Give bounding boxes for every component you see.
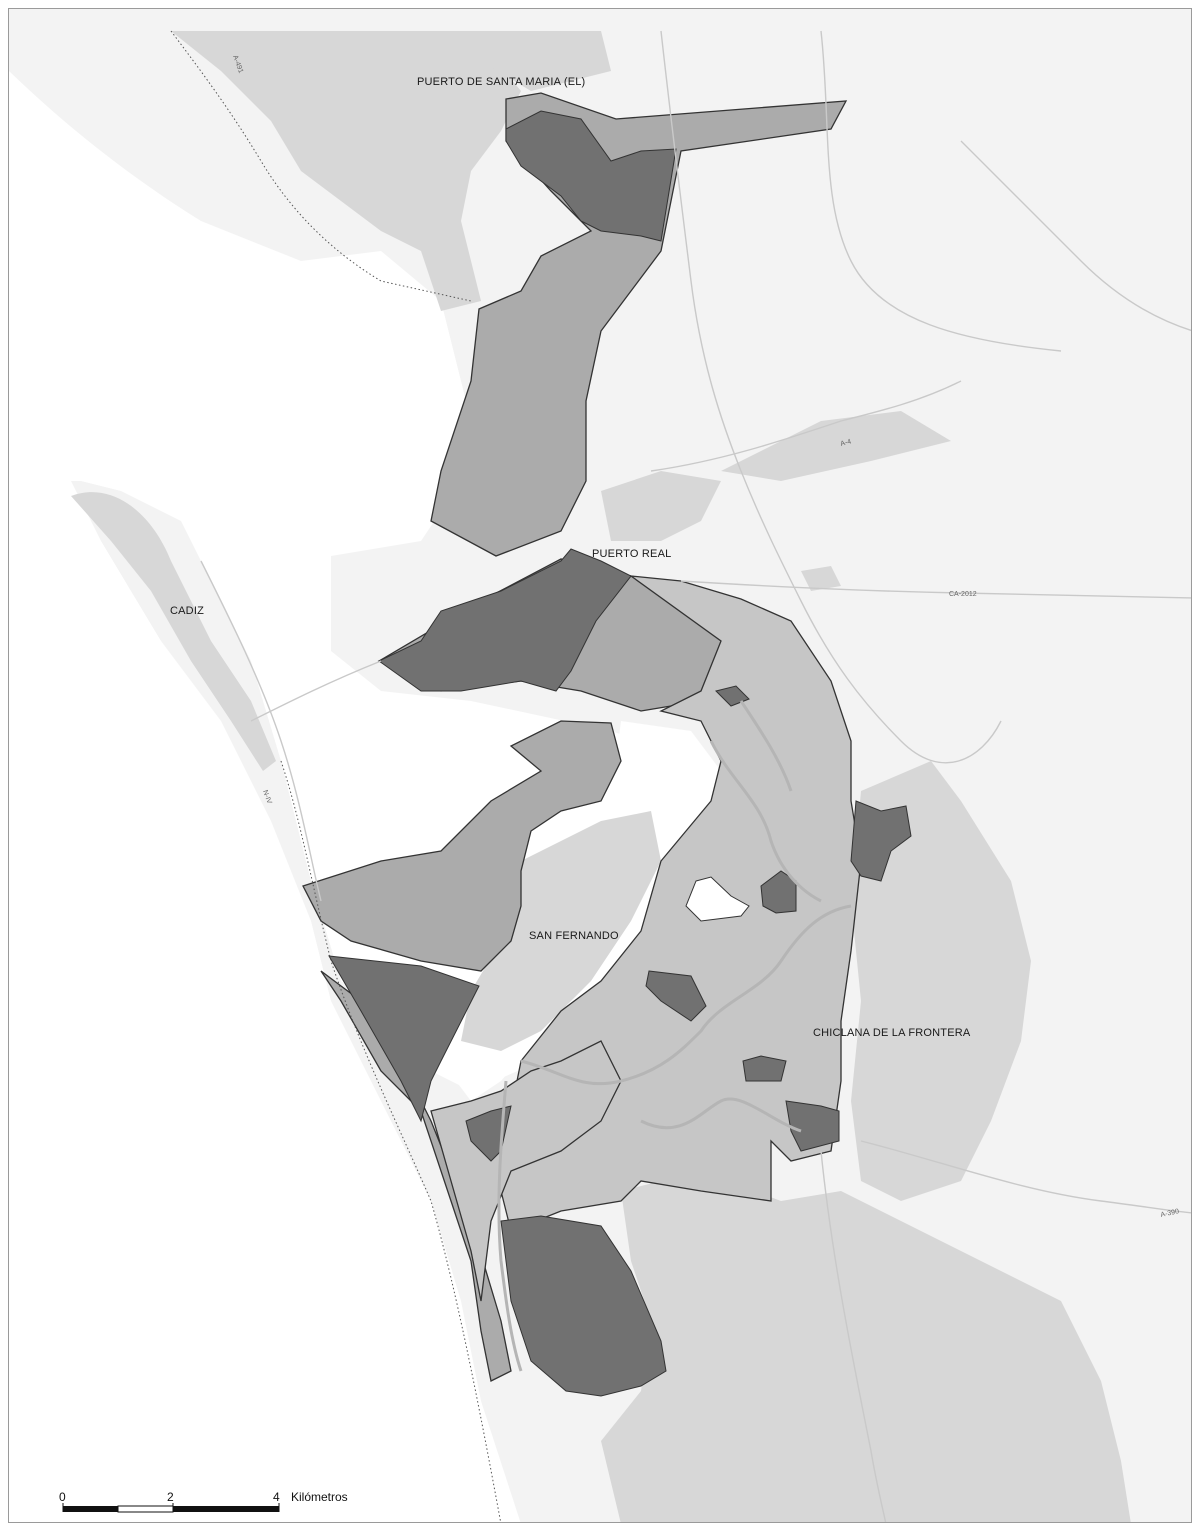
road-east-2 xyxy=(960,140,1191,332)
urban-north-strip xyxy=(381,31,611,91)
zone-dark-east-3 xyxy=(742,1055,787,1082)
zone-san-fernando-arm xyxy=(302,720,622,972)
road-east-1 xyxy=(740,470,1002,764)
road-north-1 xyxy=(660,30,742,472)
zone-dark xyxy=(328,110,912,1397)
scale-bar-label-0: 0 xyxy=(59,1490,66,1504)
urban-cadiz xyxy=(71,492,276,771)
zone-dark-south xyxy=(500,1215,667,1397)
road-a4 xyxy=(650,380,962,472)
urban-puerto-real xyxy=(601,471,721,541)
urban-puerto-santa-maria xyxy=(171,31,521,311)
roads xyxy=(200,30,1191,1522)
zone-dark-east-2 xyxy=(760,870,797,914)
road-a390 xyxy=(860,1140,1191,1214)
scale-bar-label-4: 4 xyxy=(273,1490,280,1504)
ocean-water xyxy=(9,481,521,1522)
scale-bar-unit: Kilómetros xyxy=(291,1490,348,1504)
channel-branch-2 xyxy=(739,700,793,792)
road-label-a4: A-4 xyxy=(840,438,852,448)
road-n4 xyxy=(200,560,322,902)
map-frame: PUERTO DE SANTA MARIA (EL) PUERTO REAL C… xyxy=(8,8,1192,1523)
zone-dark-puerto-real xyxy=(378,548,632,692)
place-label-chiclana: CHICLANA DE LA FRONTERA xyxy=(813,1027,971,1039)
map-canvas[interactable]: PUERTO DE SANTA MARIA (EL) PUERTO REAL C… xyxy=(9,9,1192,1523)
scale-bar-label-2: 2 xyxy=(167,1490,174,1504)
zone-dark-center xyxy=(645,970,707,1022)
urban-chiclana-south xyxy=(601,1171,1131,1522)
road-label-a390: A-390 xyxy=(1160,1208,1180,1219)
channel-branch-3 xyxy=(640,1097,802,1133)
road-south xyxy=(820,1150,887,1522)
scale-bar-segment-3 xyxy=(173,1506,279,1512)
road-label-n4: N-IV xyxy=(261,789,272,805)
islands xyxy=(685,876,750,922)
zone-marsh-south xyxy=(430,1040,622,1302)
road-west xyxy=(250,660,382,722)
channel-main xyxy=(520,904,852,1086)
channel-branch-1 xyxy=(709,740,822,903)
scale-bar: 0 2 4 Kilómetros xyxy=(59,1490,348,1513)
urban-ca2012 xyxy=(801,566,841,591)
place-label-puerto-real: PUERTO REAL xyxy=(592,548,671,560)
urban-a4-corridor xyxy=(721,411,951,481)
channel-south xyxy=(497,1080,523,1372)
place-label-puerto-santa-maria: PUERTO DE SANTA MARIA (EL) xyxy=(417,76,585,88)
place-label-san-fernando: SAN FERNANDO xyxy=(529,930,619,942)
channels xyxy=(497,700,852,1372)
zone-north-arm xyxy=(430,92,848,557)
urban-south-east xyxy=(941,1281,1061,1421)
scale-bar-segment-1 xyxy=(63,1506,118,1512)
road-ca2012 xyxy=(680,580,1191,599)
urban-areas xyxy=(71,31,1131,1522)
coastline-dotted xyxy=(170,30,502,1522)
road-label-ca2012: CA-2012 xyxy=(949,591,977,598)
place-label-cadiz: CADIZ xyxy=(170,605,204,617)
urban-chiclana-east xyxy=(851,761,1031,1201)
zone-dark-pond-1 xyxy=(715,685,750,707)
zone-dark-east-1 xyxy=(850,800,912,882)
scale-bar-segment-2 xyxy=(117,1505,174,1513)
island-white-1 xyxy=(685,876,750,922)
urban-san-fernando xyxy=(461,811,661,1051)
zone-dark-north xyxy=(505,110,677,242)
road-north-2 xyxy=(820,30,1062,352)
zone-dark-lagoon-w xyxy=(328,955,480,1123)
zone-dark-east-4 xyxy=(785,1100,840,1152)
